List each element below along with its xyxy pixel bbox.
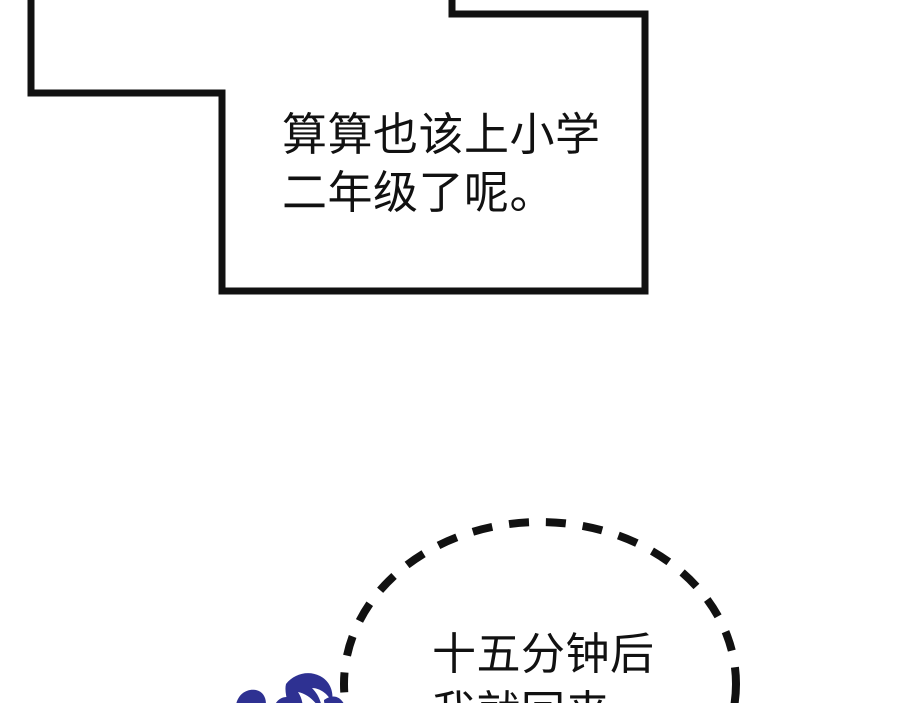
speech-balloon-step-text: 算算也该上小学 二年级了呢。 [282, 106, 612, 222]
balloon-dashed-line-2: 我就回来 [432, 684, 672, 703]
thought-balloon-dashed-outline [340, 518, 740, 703]
speech-balloon-step [24, 0, 652, 306]
balloon-dashed-line-1: 十五分钟后 [432, 629, 655, 680]
balloon-step-line-1: 算算也该上小学 [282, 108, 601, 161]
thought-balloon-dashed [338, 512, 754, 703]
character-hair-shape [236, 673, 344, 703]
thought-balloon-dashed-text: 十五分钟后 我就回来 [432, 626, 672, 703]
balloon-step-line-2: 二年级了呢。 [282, 166, 556, 219]
speech-balloon-step-outline [27, 0, 649, 295]
character-hair [228, 654, 368, 703]
